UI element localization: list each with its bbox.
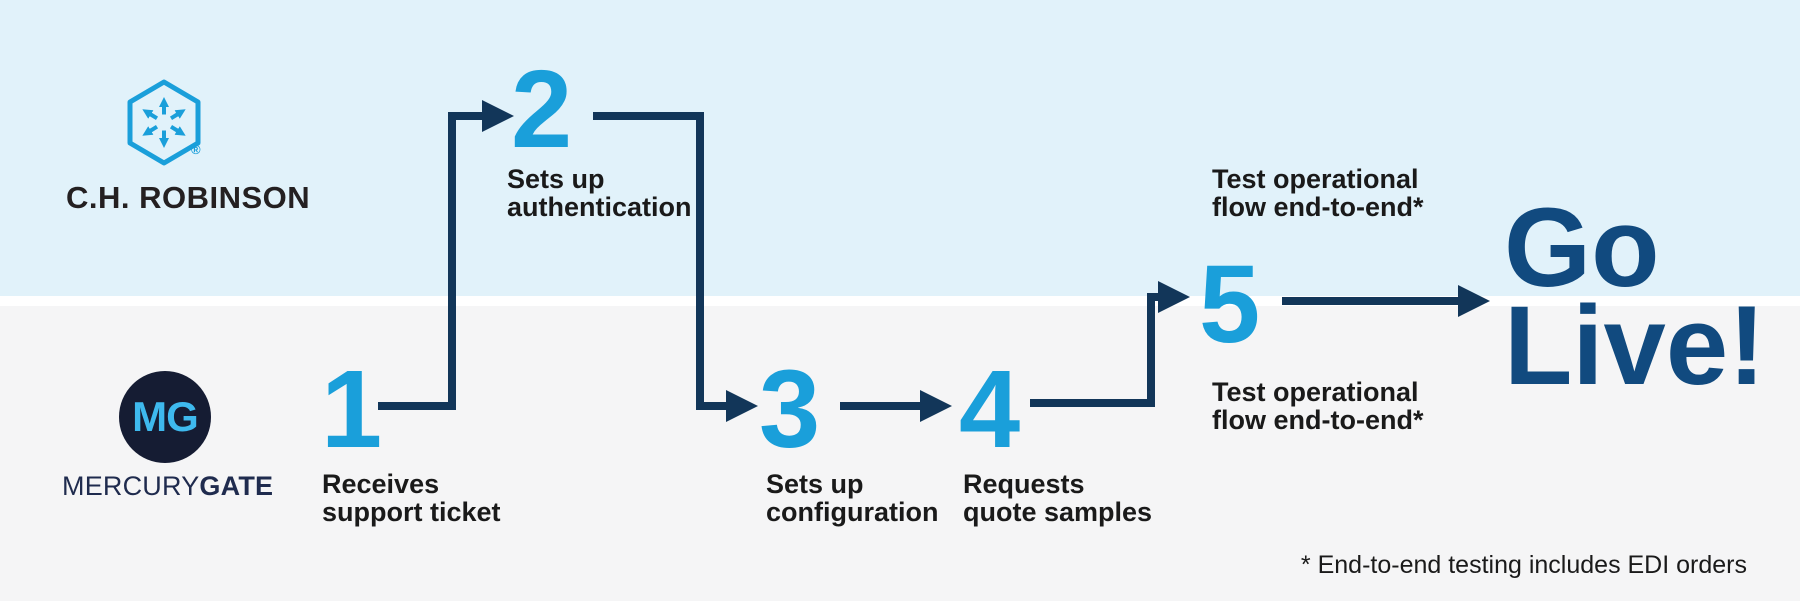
step-1-label: Receives support ticket — [322, 470, 501, 526]
registered-trademark-symbol: ® — [191, 142, 201, 157]
chrobinson-wordmark: C.H. ROBINSON — [66, 180, 311, 215]
arrowhead-into-golive — [1458, 285, 1490, 317]
arrowhead-into-step2 — [482, 100, 514, 132]
mercurygate-monogram-icon: MG — [119, 371, 211, 463]
step-5-label-bottom-line1: Test operational — [1212, 377, 1419, 407]
step-5-label-top: Test operational flow end-to-end* — [1212, 165, 1423, 221]
step-5-label-bottom-line2: flow end-to-end* — [1212, 405, 1424, 435]
step-2-label-line2: authentication — [507, 192, 692, 222]
step-2-number: 2 — [511, 48, 573, 171]
step-3-label-line2: configuration — [766, 497, 939, 527]
connector-step3-to-step4 — [840, 390, 952, 422]
step-4-number: 4 — [959, 348, 1021, 471]
step-5-label-bottom: Test operational flow end-to-end* — [1212, 378, 1423, 434]
mercurygate-wordmark-gate: GATE — [199, 471, 274, 501]
step-5-label-top-line1: Test operational — [1212, 164, 1419, 194]
connector-step5-to-golive — [1282, 285, 1490, 317]
mercurygate-wordmark-mercury: MERCURY — [62, 471, 200, 501]
step-2-label-line1: Sets up — [507, 164, 605, 194]
mercurygate-wordmark: MERCURYGATE — [62, 471, 273, 502]
footnote: * End-to-end testing includes EDI orders — [1300, 551, 1747, 579]
arrowhead-into-step3 — [726, 390, 758, 422]
step-4-label: Requests quote samples — [963, 470, 1152, 526]
step-3-number: 3 — [759, 348, 821, 471]
step-1-number: 1 — [321, 348, 383, 471]
connector-step4-to-step5 — [1030, 281, 1190, 407]
mercurygate-monogram-letters: MG — [132, 393, 199, 440]
step-2-label: Sets up authentication — [507, 165, 692, 221]
lane-divider — [0, 296, 1800, 306]
step-1-label-line1: Receives — [322, 469, 440, 499]
step-3-label: Sets up configuration — [766, 470, 938, 526]
chrobinson-hexagon-icon — [127, 79, 201, 166]
step-5-label-top-line2: flow end-to-end* — [1212, 192, 1424, 222]
mercurygate-lane-background — [0, 306, 1800, 601]
connector-step2-to-step3 — [593, 112, 758, 422]
go-live-line1: Go — [1504, 185, 1660, 310]
connector-step1-to-step2 — [378, 100, 514, 410]
step-4-label-line2: quote samples — [963, 497, 1153, 527]
step-1-label-line2: support ticket — [322, 497, 501, 527]
step-4-label-line1: Requests — [963, 469, 1085, 499]
go-live-heading: Go Live! — [1504, 185, 1766, 408]
chrobinson-lane-background — [0, 0, 1800, 296]
step-3-label-line1: Sets up — [766, 469, 864, 499]
arrowhead-into-step4 — [920, 390, 952, 422]
arrowhead-into-step5 — [1158, 281, 1190, 313]
go-live-line2: Live! — [1504, 283, 1766, 408]
step-5-number: 5 — [1199, 243, 1261, 366]
